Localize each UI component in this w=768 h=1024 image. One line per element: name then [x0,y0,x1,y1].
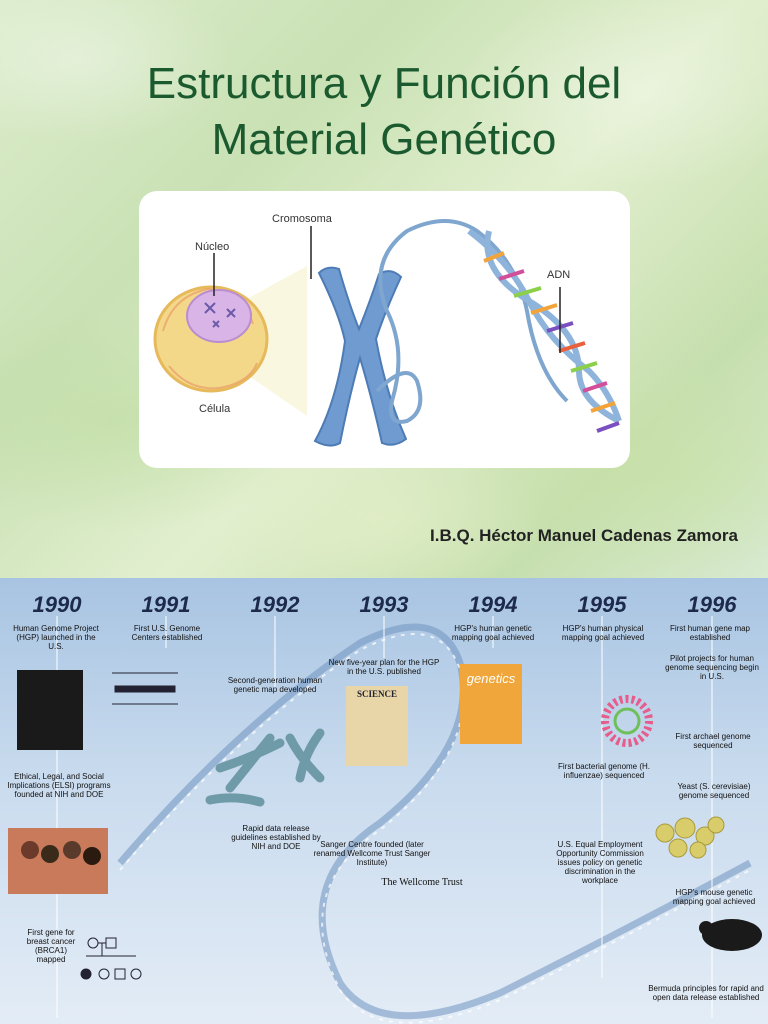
event-genetic-map: Second-generation human genetic map deve… [227,676,323,694]
genetics-cover [460,664,522,744]
document-image [17,670,83,750]
event-yeast-genome: Yeast (S. cerevisiae) genome sequenced [677,782,751,800]
yeast-cells [655,816,725,859]
event-bacterial-genome: First bacterial genome (H. influenzae) s… [557,762,651,780]
event-mouse-mapping: HGP's mouse genetic mapping goal achieve… [672,888,756,906]
event-sanger-centre: Sanger Centre founded (later renamed Wel… [313,840,431,867]
year-1991: 1991 [141,592,191,617]
science-cover-title: SCIENCE [356,689,397,699]
event-physical-mapping-goal: HGP's human physical mapping goal achiev… [561,624,645,642]
genome-project-timeline: 1990 1991 1992 1993 1994 1995 1996 Human… [0,578,768,1024]
timeline-dna-strand [8,616,762,1024]
bacterial-genome-ring [601,695,653,747]
year-1992: 1992 [250,592,300,617]
gene-map-diagram [112,672,178,705]
event-genetic-mapping-goal: HGP's human genetic mapping goal achieve… [451,624,535,642]
event-genome-centers: First U.S. Genome Centers established [131,624,203,642]
year-1994: 1994 [468,592,518,617]
pedigree-chart [80,937,142,980]
label-dna: ADN [547,269,571,281]
dna-helix-icon [467,228,622,433]
label-chromosome: Cromosoma [272,213,332,225]
author-name: I.B.Q. Héctor Manuel Cadenas Zamora [430,526,738,545]
event-data-release: Rapid data release guidelines establishe… [231,824,321,851]
slide-title-line2: Material Genético [211,115,557,164]
science-cover [346,686,408,766]
event-gene-map: First human gene map established [669,624,751,642]
genetics-cover-title: genetics [466,671,516,686]
wellcome-trust-logo-text: The Wellcome Trust [381,877,463,888]
slide-title: Estructura y Función del Material Genéti… [0,56,768,168]
year-1993: 1993 [359,592,409,617]
event-bermuda-principles: Bermuda principles for rapid and open da… [648,984,764,1002]
genetic-material-figure: Cromosoma Núcleo ADN Célula [139,191,630,468]
cell-chromosome-dna-illustration [153,219,622,447]
title-slide: Estructura y Función del Material Genéti… [0,0,768,578]
event-brca1: First gene for breast cancer (BRCA1) map… [26,928,76,964]
event-hgp-launch: Human Genome Project (HGP) launched in t… [13,624,99,651]
year-1995: 1995 [577,592,627,617]
event-pilot-projects: Pilot projects for human genome sequenci… [665,654,759,681]
year-1996: 1996 [687,592,737,617]
year-1990: 1990 [32,592,82,617]
mouse-image [702,919,762,951]
event-five-year-plan: New five-year plan for the HGP in the U.… [328,658,440,676]
event-eeoc-policy: U.S. Equal Employment Opportunity Commis… [556,840,644,885]
label-nucleus: Núcleo [195,241,230,253]
label-cell: Célula [199,403,231,415]
event-archael-genome: First archael genome sequenced [675,732,751,750]
event-elsi: Ethical, Legal, and Social Implications … [7,772,111,799]
slide-title-line1: Estructura y Función del [146,59,622,108]
